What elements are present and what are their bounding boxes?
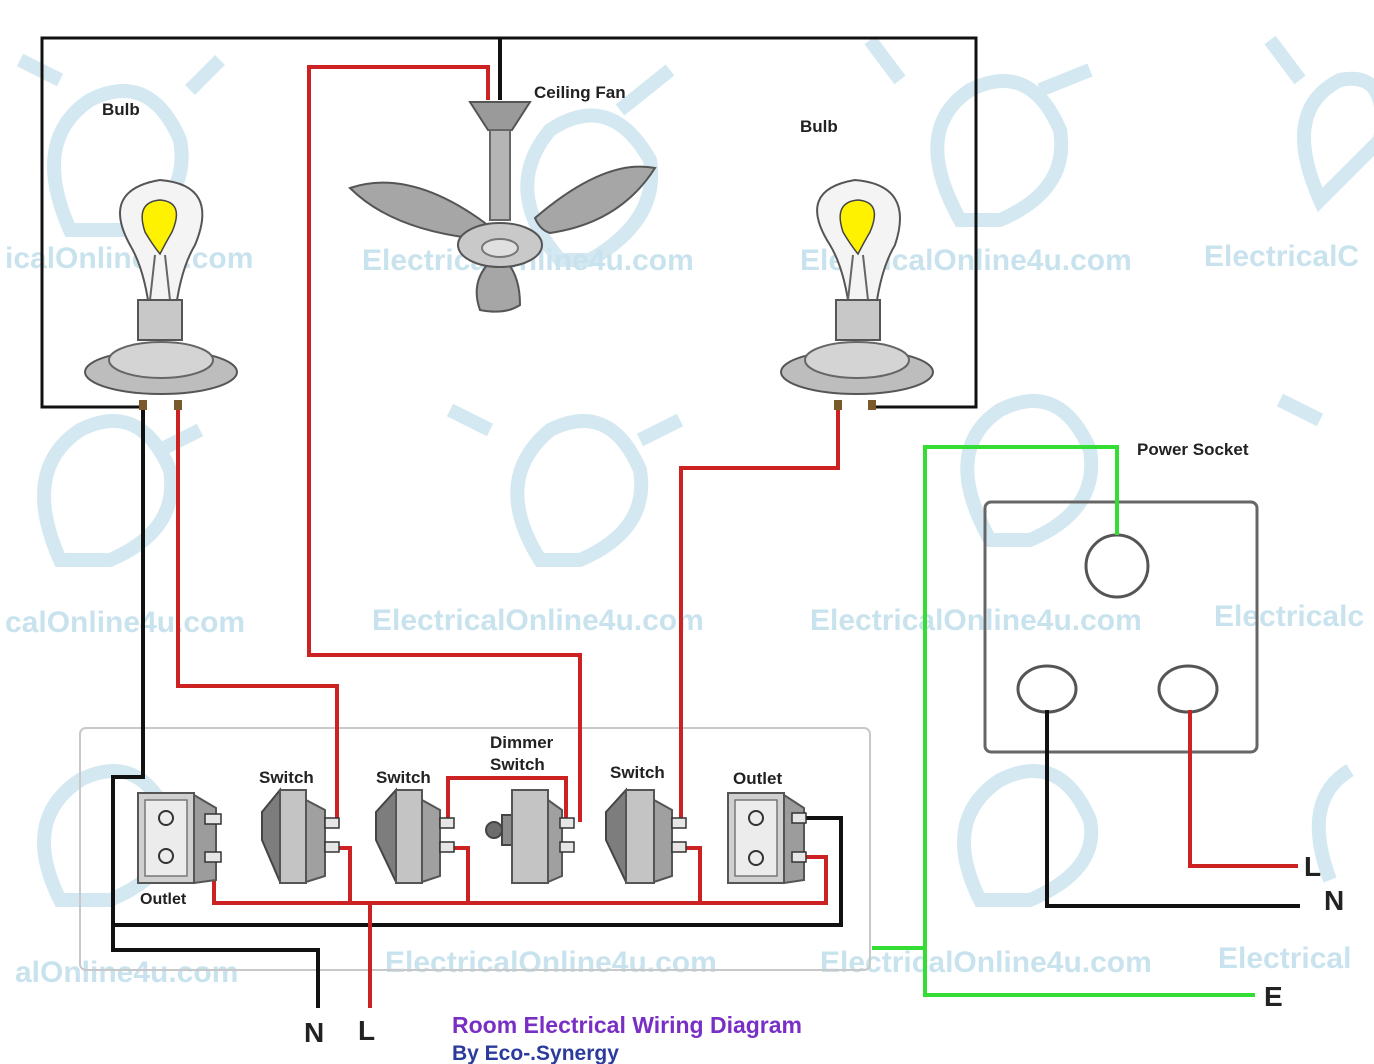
watermark-text: ElectricalC: [1204, 240, 1359, 273]
label-switch-1: Switch: [259, 768, 314, 787]
label-outlet-left: Outlet: [140, 891, 187, 908]
watermark-text: icalOnline4u.com: [5, 242, 253, 275]
label-dimmer-line1: Dimmer: [490, 733, 554, 752]
label-dimmer-line2: Switch: [490, 755, 545, 774]
terminal-socket-e: E: [1264, 981, 1283, 1012]
label-bulb-right: Bulb: [800, 117, 838, 136]
watermark-text: ElectricalOnline4u.com: [372, 604, 704, 637]
label-bulb-left: Bulb: [102, 100, 140, 119]
wire-live-left-bulb: [176, 404, 339, 822]
bulb-right: [780, 178, 934, 410]
switch-3: [605, 787, 687, 884]
socket-earth-hole: [1084, 533, 1150, 599]
wires: [111, 38, 1300, 1008]
switch-board: [79, 727, 871, 971]
wire-earth: [872, 445, 1119, 950]
wire-live-dimmer-link: [446, 776, 568, 822]
terminal-socket-n: N: [1324, 885, 1344, 916]
wire-live-bus: [212, 855, 828, 905]
label-power-socket: Power Socket: [1137, 440, 1249, 459]
socket-neutral-hole: [1016, 664, 1078, 714]
wire-neutral-left-bulb: [111, 404, 320, 1008]
watermark-text: Electricalc: [1214, 600, 1364, 633]
wire-live-bus-s2: [450, 846, 470, 903]
wire-live-bus-s3: [681, 846, 702, 903]
switch-1: [261, 787, 340, 884]
watermark-text: calOnline4u.com: [5, 606, 245, 639]
room-outline: [40, 36, 978, 409]
watermark-bulbs: [16, 35, 1374, 907]
power-socket-box: [983, 500, 1259, 754]
label-ceiling-fan: Ceiling Fan: [534, 83, 626, 102]
socket-live-hole: [1157, 664, 1219, 714]
label-switch-3: Switch: [610, 763, 665, 782]
terminal-main-n: N: [304, 1017, 324, 1048]
dimmer-switch: [485, 789, 575, 884]
diagram-subtitle: By Eco-.Synergy: [452, 1042, 619, 1064]
watermark-text: ElectricalOnline4u.com: [810, 604, 1142, 637]
watermark-text: alOnline4u.com: [15, 956, 238, 989]
wire-live-right-bulb: [679, 404, 840, 822]
switch-2: [375, 787, 455, 884]
terminal-socket-l: L: [1304, 851, 1321, 882]
watermark-text: ElectricalOnline4u.com: [820, 946, 1152, 979]
terminal-main-l: L: [358, 1015, 375, 1046]
wire-neutral-board: [113, 816, 843, 927]
wire-live-bus-s1: [337, 846, 352, 903]
wire-socket-live: [1188, 710, 1298, 868]
watermark-text: ElectricalOnline4u.com: [385, 946, 717, 979]
watermark-text: Electrical: [1218, 942, 1351, 975]
diagram-title: Room Electrical Wiring Diagram: [452, 1012, 802, 1038]
ceiling-fan: [348, 101, 657, 313]
wire-live-fan: [307, 65, 582, 822]
bulb-left: [84, 178, 238, 410]
outlet-right: [727, 792, 807, 885]
label-outlet-right: Outlet: [733, 769, 782, 788]
wire-socket-neutral: [1045, 710, 1300, 908]
outlet-left: [137, 792, 222, 885]
wire-earth-main: [923, 948, 1255, 997]
label-switch-2: Switch: [376, 768, 431, 787]
